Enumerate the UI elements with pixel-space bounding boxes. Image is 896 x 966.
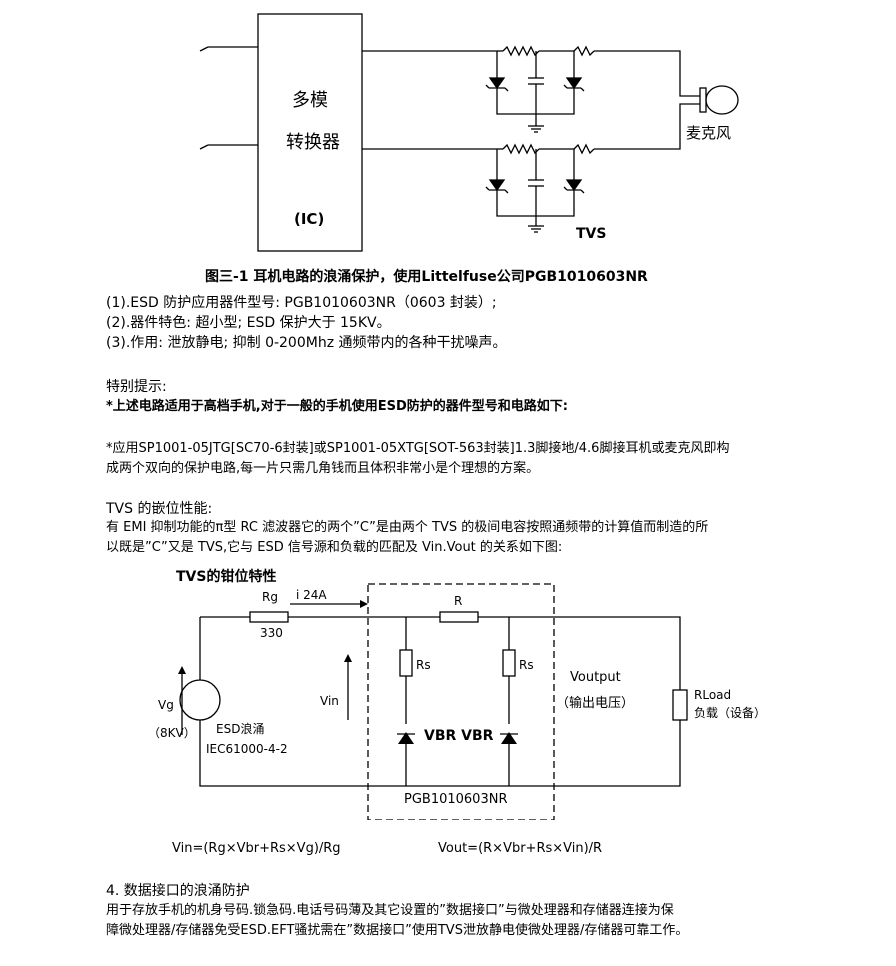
load-cn-label: 负载（设备） xyxy=(694,706,767,720)
ic-label-line2: 转换器 xyxy=(286,132,340,153)
voutput-label: Voutput xyxy=(570,670,621,685)
tvs-section-line1: 有 EMI 抑制功能的π型 RC 滤波器它的两个”C”是由两个 TVS 的极间电… xyxy=(106,520,709,535)
iec-label: IEC61000-4-2 xyxy=(206,742,288,756)
microphone-label: 麦克风 xyxy=(686,124,732,142)
notice-para-line1: *应用SP1001-05JTG[SC70-6封装]或SP1001-05XTG[S… xyxy=(106,441,730,456)
section4-line1: 用于存放手机的机身号码.锁急码.电话号码薄及其它设置的”数据接口”与微处理器和存… xyxy=(106,903,674,918)
ic-label-line1: 多模 xyxy=(292,90,328,111)
headphone-surge-circuit xyxy=(199,13,739,252)
rload-label: RLoad xyxy=(694,688,732,702)
rg-value: 330 xyxy=(260,626,283,640)
spec-line-2: (2).器件特色: 超小型; ESD 保护大于 15KV。 xyxy=(106,315,391,331)
formula-vin: Vin=(Rg×Vbr+Rs×Vg)/Rg xyxy=(172,841,341,856)
spec-line-3: (3).作用: 泄放静电; 抑制 0-200Mhz 通频带内的各种干扰噪声。 xyxy=(106,335,507,351)
part-number-label: PGB1010603NR xyxy=(404,792,508,807)
esd-label: ESD浪涌 xyxy=(216,722,265,736)
tvs-section-heading: TVS 的嵌位性能: xyxy=(106,501,213,517)
figure2-title: TVS的钳位特性 xyxy=(176,569,277,585)
tvs-section-line2: 以既是”C”又是 TVS,它与 ESD 信号源和负载的匹配及 Vin.Vout … xyxy=(106,540,563,555)
tvs-label: TVS xyxy=(576,226,607,242)
notice-para-line2: 成两个双向的保护电路,每一片只需几角钱而且体积非常小是个理想的方案。 xyxy=(106,461,540,476)
vg-value: （8KV） xyxy=(148,726,196,740)
rs-label-2: Rs xyxy=(519,658,534,672)
ic-label-tag: (IC) xyxy=(294,210,325,228)
tvs-clamp-circuit xyxy=(178,583,688,820)
voutput-cn-label: （输出电压） xyxy=(556,696,635,711)
spec-line-1: (1).ESD 防护应用器件型号: PGB1010603NR（0603 封装）; xyxy=(106,295,497,311)
figure1-caption: 图三-1 耳机电路的浪涌保护，使用Littelfuse公司PGB1010603N… xyxy=(205,269,648,285)
r-label: R xyxy=(454,594,463,608)
rs-label-1: Rs xyxy=(416,658,431,672)
current-label: i 24A xyxy=(296,588,327,602)
section4-heading: 4. 数据接口的浪涌防护 xyxy=(106,883,250,899)
vg-label: Vg xyxy=(158,698,174,712)
vin-label: Vin xyxy=(320,694,339,708)
notice-heading: 特别提示: xyxy=(106,379,167,395)
rg-label: Rg xyxy=(262,590,278,604)
vbr-label: VBR VBR xyxy=(424,728,494,744)
formula-vout: Vout=(R×Vbr+Rs×Vin)/R xyxy=(438,841,603,856)
notice-bold-line: *上述电路适用于高档手机,对于一般的手机使用ESD防护的器件型号和电路如下: xyxy=(106,399,568,414)
section4-line2: 障微处理器/存储器免受ESD.EFT骚扰需在”数据接口”使用TVS泄放静电使微处… xyxy=(106,923,689,938)
